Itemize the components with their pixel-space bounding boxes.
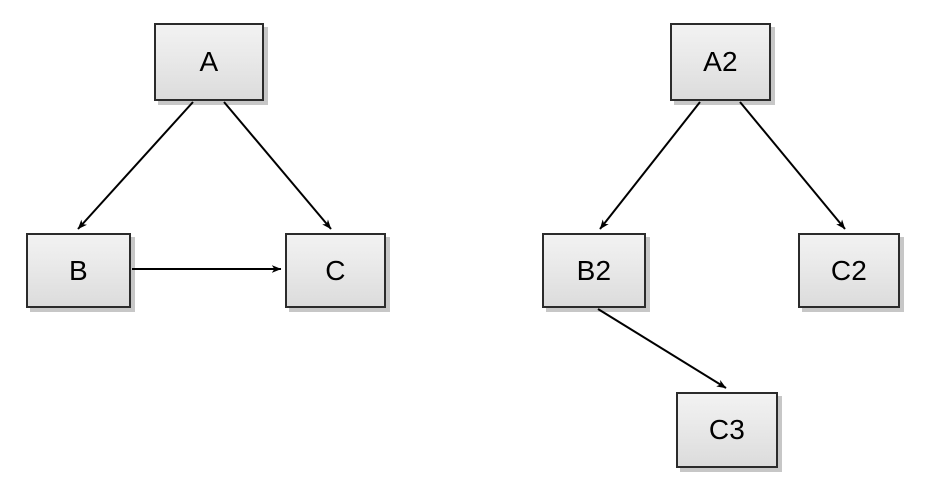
node-label: C3 [708,414,746,445]
node-label: B2 [576,254,612,286]
edge-a2-to-c2 [739,101,846,230]
node-label: B [69,254,88,286]
node-b2[interactable]: B2 [542,233,646,308]
edge-b2-to-c3 [597,308,727,389]
node-a2[interactable]: A2 [670,23,771,101]
edge-a-to-c [223,101,332,230]
node-c[interactable]: C [285,233,386,308]
node-label: C2 [830,254,868,286]
node-c3[interactable]: C3 [676,392,778,468]
edges-group [77,101,846,389]
node-a[interactable]: A [154,23,264,101]
node-c2[interactable]: C2 [798,233,900,308]
edge-a-to-b [77,101,194,230]
node-b[interactable]: B [26,233,131,308]
node-label: A2 [703,46,738,77]
node-label: A [199,46,219,77]
edge-a2-to-b2 [599,101,701,230]
node-label: C [325,254,346,286]
